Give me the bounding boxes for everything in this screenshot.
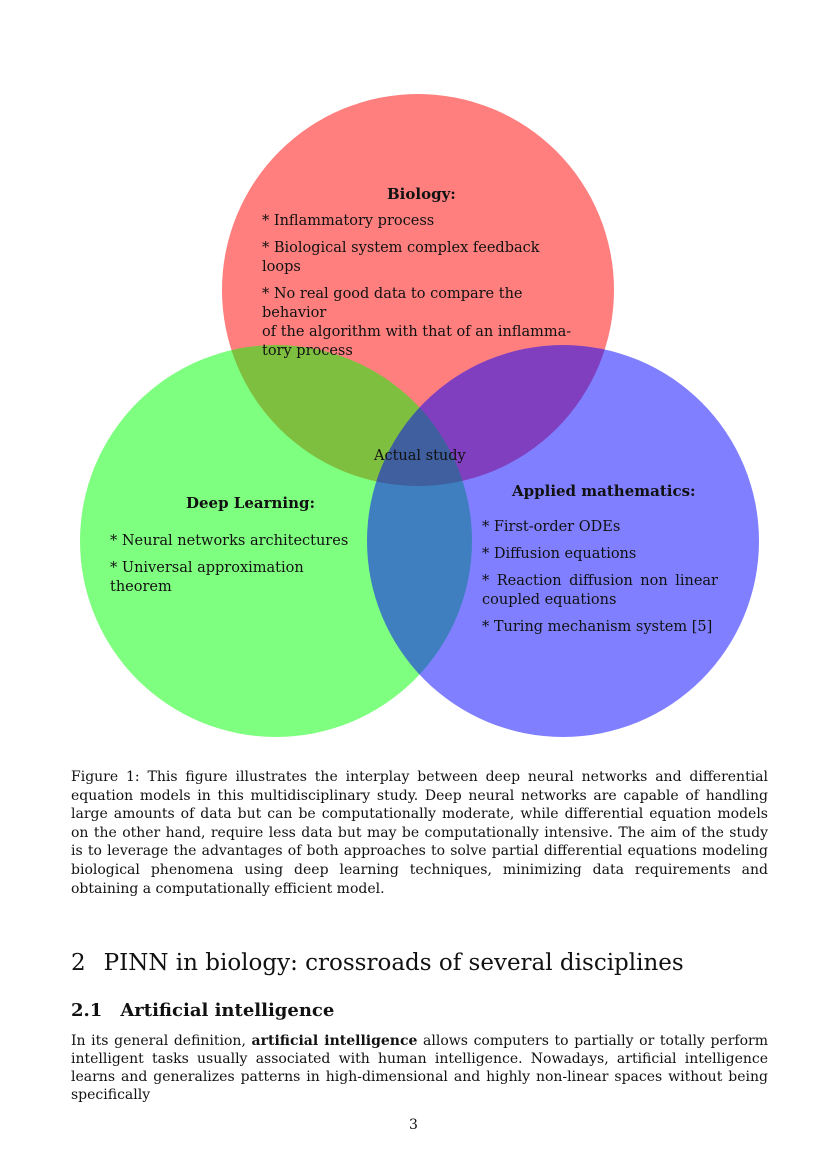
applied-math-item-line: coupled equations: [482, 592, 617, 608]
section-heading: 2 PINN in biology: crossroads of several …: [71, 950, 684, 976]
body-paragraph: In its general definition, artificial in…: [71, 1032, 768, 1104]
biology-list: * Inflammatory process * Biological syst…: [262, 212, 582, 361]
deep-learning-item: * Universal approximation theorem: [110, 560, 304, 595]
deep-learning-list: * Neural networks architectures * Univer…: [110, 532, 370, 597]
applied-math-item-line: * Reaction diffusion non linear: [482, 573, 718, 589]
subsection-title: Artificial intelligence: [120, 1000, 335, 1021]
section-number: 2: [71, 950, 86, 976]
paragraph-text: allows computers to partially or totally…: [71, 1033, 768, 1103]
subsection-number: 2.1: [71, 1000, 103, 1021]
section-title: PINN in biology: crossroads of several d…: [103, 950, 684, 976]
biology-title: Biology:: [387, 185, 456, 203]
deep-learning-circle: [80, 345, 472, 737]
paragraph-bold-term: artificial intelligence: [251, 1033, 418, 1049]
applied-math-item: * Turing mechanism system [5]: [482, 619, 713, 635]
subsection-heading: 2.1 Artificial intelligence: [71, 1000, 334, 1021]
deep-learning-item: * Neural networks architectures: [110, 533, 349, 549]
applied-math-title: Applied mathematics:: [512, 482, 696, 500]
applied-math-list: * First-order ODEs * Diffusion equations…: [482, 518, 722, 637]
biology-item-line: of the algorithm with that of an inflamm…: [262, 324, 572, 340]
biology-item: * Inflammatory process: [262, 213, 435, 229]
biology-item: * Biological system complex feedback loo…: [262, 240, 540, 275]
applied-math-item: * First-order ODEs: [482, 519, 621, 535]
applied-math-circle: [367, 345, 759, 737]
figure-caption: Figure 1: This figure illustrates the in…: [71, 769, 768, 897]
biology-item-line: tory process: [262, 343, 353, 359]
applied-math-item: * Diffusion equations: [482, 546, 637, 562]
paragraph-text: In its general definition,: [71, 1033, 246, 1049]
biology-item-line: * No real good data to compare the behav…: [262, 286, 523, 321]
center-label: Actual study: [374, 448, 466, 464]
deep-learning-title: Deep Learning:: [186, 494, 316, 512]
page-number: 3: [409, 1117, 418, 1133]
venn-diagram: [80, 94, 759, 737]
